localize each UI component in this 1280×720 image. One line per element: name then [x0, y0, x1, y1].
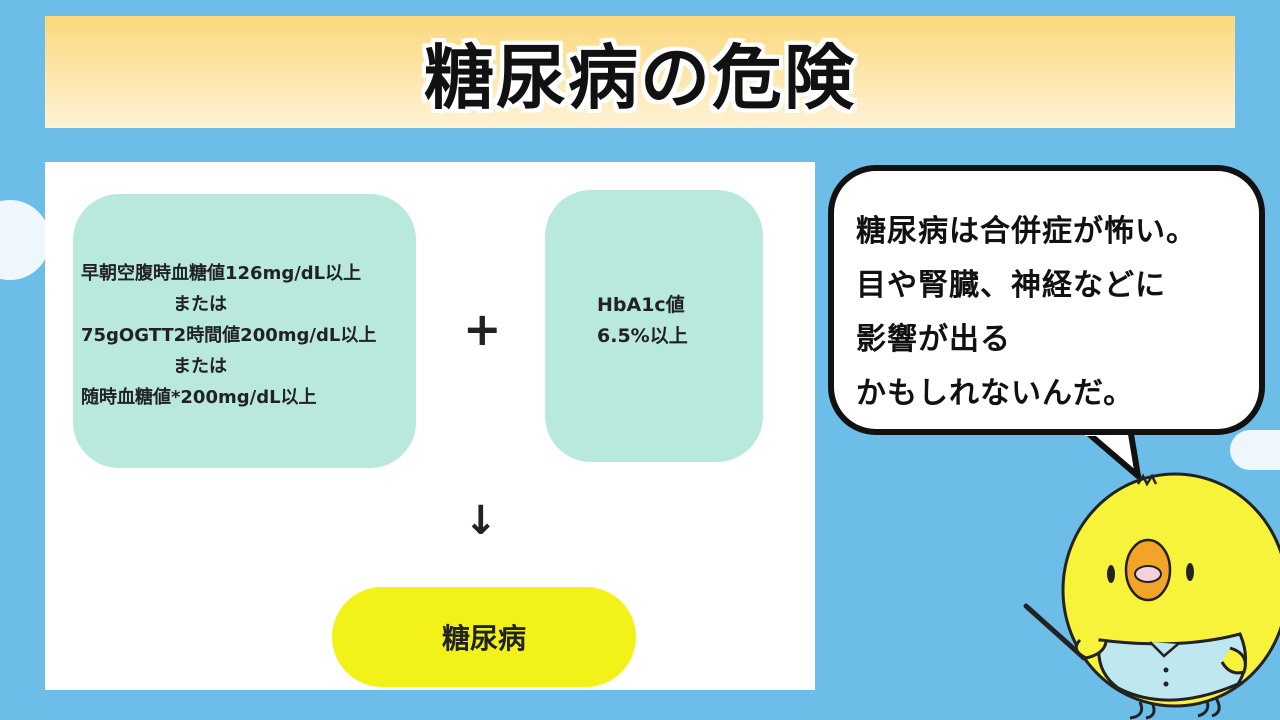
speech-line: 糖尿病は合併症が怖い。: [856, 214, 1197, 249]
speech-line: 目や腎臓、神経などに: [856, 268, 1166, 303]
hba1c-label: HbA1c値: [597, 294, 685, 316]
background-cloud: [0, 200, 50, 280]
criteria-line: 早朝空腹時血糖値126mg/dL以上: [81, 263, 362, 284]
hba1c-threshold: 6.5%以上: [597, 325, 688, 347]
speech-line: 影響が出る: [856, 322, 1011, 357]
speech-line: かもしれないんだ。: [856, 376, 1135, 411]
down-arrow-icon: ↓: [464, 498, 498, 544]
speech-text: 糖尿病は合併症が怖い。 目や腎臓、神経などに 影響が出る かもしれないんだ。: [856, 205, 1197, 421]
result-pill: 糖尿病: [332, 587, 636, 687]
page-title: 糖尿病の危険: [424, 36, 856, 119]
criteria-card: 早朝空腹時血糖値126mg/dL以上 または 75gOGTT2時間値200mg/…: [73, 194, 416, 468]
plus-operator: +: [463, 302, 502, 356]
background-cloud: [1230, 430, 1280, 470]
criteria-or: または: [173, 356, 227, 377]
criteria-or: または: [173, 294, 227, 315]
hba1c-text: HbA1c値 6.5%以上: [597, 290, 688, 352]
title-banner: 糖尿病の危険: [45, 16, 1235, 128]
criteria-text: 早朝空腹時血糖値126mg/dL以上 または 75gOGTT2時間値200mg/…: [81, 258, 416, 413]
diagnosis-panel: 早朝空腹時血糖値126mg/dL以上 または 75gOGTT2時間値200mg/…: [45, 162, 815, 690]
criteria-line: 随時血糖値*200mg/dL以上: [81, 387, 317, 408]
hba1c-card: HbA1c値 6.5%以上: [545, 190, 763, 462]
speech-bubble: 糖尿病は合併症が怖い。 目や腎臓、神経などに 影響が出る かもしれないんだ。: [828, 165, 1265, 435]
chick-character-icon: [1023, 472, 1280, 720]
result-label: 糖尿病: [441, 622, 526, 655]
criteria-line: 75gOGTT2時間値200mg/dL以上: [81, 325, 377, 346]
